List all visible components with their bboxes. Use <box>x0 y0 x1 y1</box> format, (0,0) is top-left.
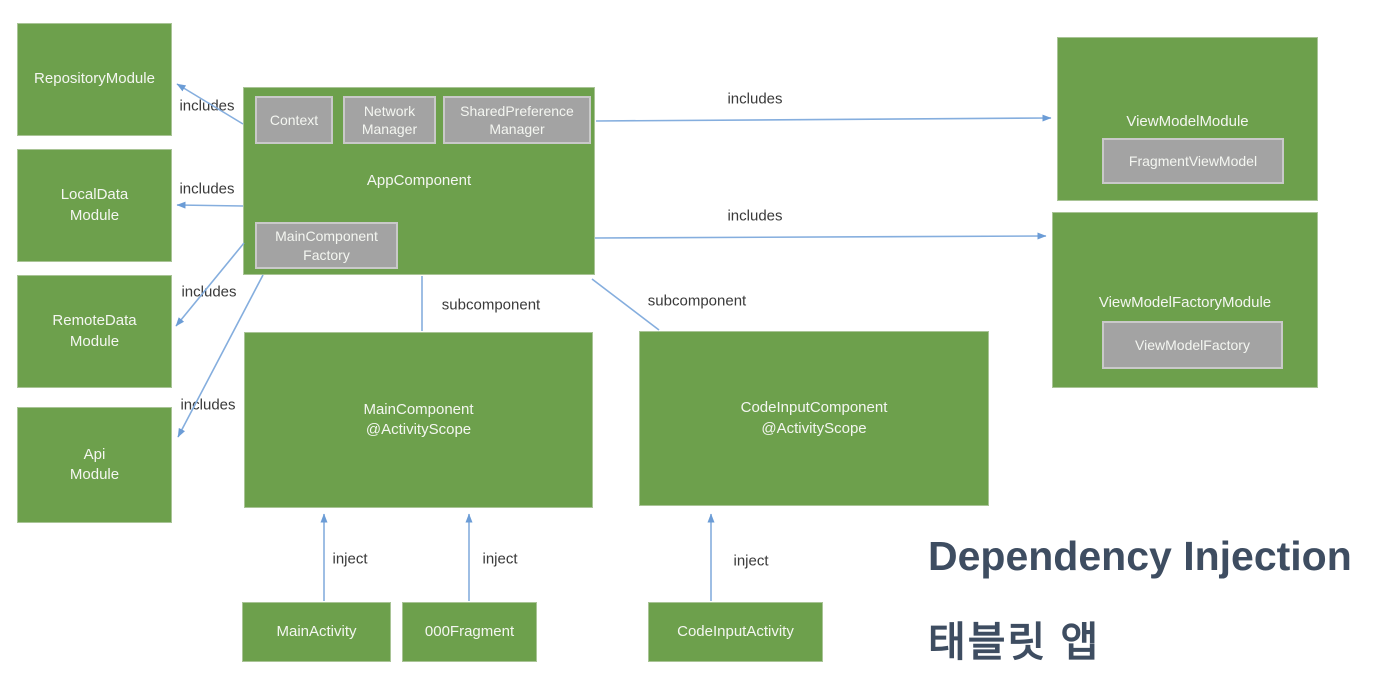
node-main-activity: MainActivity <box>242 602 391 662</box>
node-network-manager-label: Network Manager <box>361 102 418 137</box>
node-maincomponent-factory: MainComponent Factory <box>255 222 398 269</box>
node-remotedata-module-label: RemoteData Module <box>52 312 137 350</box>
edge-label-includes-localdata: includes <box>179 180 235 198</box>
edge-label-includes-viewmodel: includes <box>727 90 783 108</box>
edge-label-subcomponent-codeinput: subcomponent <box>647 292 747 310</box>
node-sharedpreference-manager-label: SharedPreference Manager <box>460 102 574 137</box>
node-viewmodel-factory: ViewModelFactory <box>1102 321 1283 369</box>
node-codeinput-activity-label: CodeInputActivity <box>677 622 794 640</box>
node-context: Context <box>255 96 333 144</box>
slide-title: Dependency Injection <box>928 533 1352 579</box>
node-repository-module-label: RepositoryModule <box>34 70 155 88</box>
edge-label-inject-codeinputactivity: inject <box>733 552 769 570</box>
node-api-module-label: Api Module <box>69 445 120 483</box>
node-codeinput-component-label: CodeInputComponent @ActivityScope <box>740 399 888 437</box>
node-fragment-viewmodel-label: FragmentViewModel <box>1128 152 1258 169</box>
edge-label-includes-viewmodelfactory: includes <box>727 207 783 225</box>
node-localdata-module: LocalData Module <box>17 149 172 262</box>
node-fragment-viewmodel: FragmentViewModel <box>1102 138 1284 184</box>
node-main-component: MainComponent @ActivityScope <box>244 332 593 508</box>
node-context-label: Context <box>269 111 319 128</box>
edge-label-includes-repository: includes <box>179 97 235 115</box>
node-viewmodel-factory-label: ViewModelFactory <box>1135 336 1250 353</box>
node-sharedpreference-manager: SharedPreference Manager <box>443 96 591 144</box>
edge-label-inject-mainactivity: inject <box>332 550 368 568</box>
node-repository-module: RepositoryModule <box>17 23 172 136</box>
slide-subtitle: 태블릿 앱 <box>928 619 1101 665</box>
node-viewmodelfactory-module: ViewModelFactoryModule ViewModelFactory <box>1052 212 1318 388</box>
node-ooo-fragment: 000Fragment <box>402 602 537 662</box>
node-network-manager: Network Manager <box>343 96 436 144</box>
node-main-activity-label: MainActivity <box>276 622 357 640</box>
edge-includes-localdata-module <box>176 201 244 209</box>
node-ooo-fragment-label: 000Fragment <box>424 622 515 640</box>
node-app-component-label: AppComponent <box>366 171 472 189</box>
edge-label-inject-ooofragment: inject <box>482 550 518 568</box>
node-main-component-label: MainComponent @ActivityScope <box>363 400 474 438</box>
node-maincomponent-factory-label: MainComponent Factory <box>275 228 378 263</box>
edge-includes-viewmodelfactory-module <box>594 232 1047 240</box>
node-app-component: AppComponent Context Network Manager Sha… <box>243 87 595 275</box>
edge-label-includes-api: includes <box>180 396 236 414</box>
node-api-module: Api Module <box>17 407 172 523</box>
edge-label-includes-remotedata: includes <box>181 283 237 301</box>
edge-label-subcomponent-main: subcomponent <box>441 296 541 314</box>
node-codeinput-activity: CodeInputActivity <box>648 602 823 662</box>
node-viewmodel-module: ViewModelModule FragmentViewModel <box>1057 37 1318 201</box>
edge-includes-viewmodel-module <box>595 114 1052 122</box>
node-codeinput-component: CodeInputComponent @ActivityScope <box>639 331 989 506</box>
node-localdata-module-label: LocalData Module <box>60 186 129 224</box>
node-remotedata-module: RemoteData Module <box>17 275 172 388</box>
node-viewmodel-module-label: ViewModelModule <box>1126 113 1249 130</box>
node-viewmodelfactory-module-label: ViewModelFactoryModule <box>1098 294 1272 311</box>
